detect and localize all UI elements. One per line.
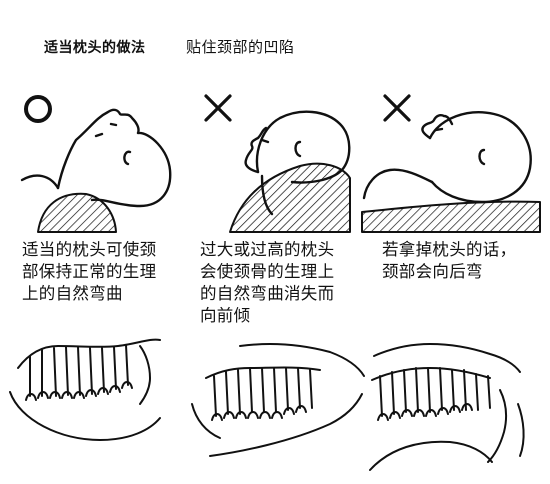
wrong-mark-icon (204, 94, 232, 122)
diagram-title: 适当枕头的做法 (44, 40, 146, 56)
caption-correct-pillow: 适当的枕头可使颈 部保持正常的生理 上的自然弯曲 (22, 240, 157, 303)
panel-1-head-illustration (20, 108, 172, 233)
panel-2-head-illustration (229, 110, 351, 233)
spine-diagram-forward (191, 343, 365, 457)
wrong-mark-icon (383, 94, 411, 122)
correct-mark-icon (24, 95, 52, 123)
caption-no-pillow: 若拿掉枕头的话， 颈部会向后弯 (382, 240, 517, 281)
caption-pillow-too-high: 过大或过高的枕头 会使颈骨的生理上 的自然弯曲消失而 向前倾 (200, 240, 335, 325)
panel-3-head-illustration (361, 111, 541, 233)
diagram-subtitle: 贴住颈部的凹陷 (186, 38, 295, 56)
spine-diagram-backward (369, 343, 525, 471)
spine-diagram-normal (9, 338, 161, 441)
